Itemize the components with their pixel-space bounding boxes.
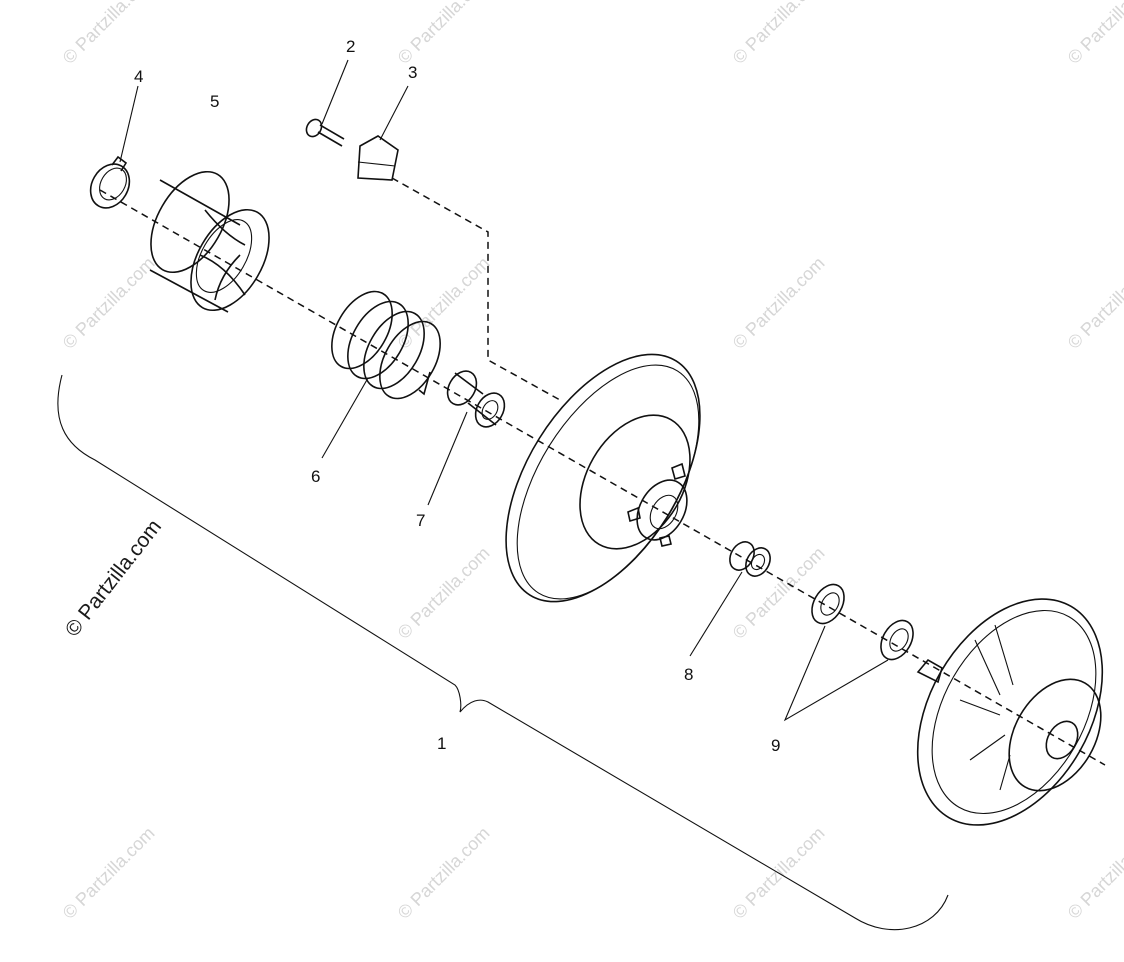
callout-7: 7 bbox=[416, 511, 426, 530]
watermark: © Partzilla.com bbox=[394, 543, 494, 643]
callout-8: 8 bbox=[684, 665, 694, 684]
movable-sheave-part bbox=[505, 353, 701, 603]
bushing-part bbox=[446, 370, 506, 428]
watermark: © Partzilla.com bbox=[59, 0, 159, 68]
spring-part bbox=[331, 290, 441, 400]
watermark: © Partzilla.com bbox=[394, 253, 494, 353]
callout-9: 9 bbox=[771, 736, 781, 755]
shoe-part bbox=[357, 135, 399, 181]
fixed-sheave-part bbox=[916, 598, 1104, 826]
watermark: © Partzilla.com bbox=[59, 823, 159, 923]
small-bushing-part bbox=[729, 541, 771, 577]
watermark: © Partzilla.com bbox=[729, 543, 829, 643]
watermark: © Partzilla.com bbox=[729, 253, 829, 353]
callout-5: 5 bbox=[210, 92, 220, 111]
watermark: © Partzilla.com bbox=[394, 823, 494, 923]
callout-1: 1 bbox=[437, 734, 447, 753]
washer-part bbox=[811, 583, 914, 661]
callout-2: 2 bbox=[346, 37, 356, 56]
callout-3: 3 bbox=[408, 63, 418, 82]
watermark: © Partzilla.com bbox=[1064, 0, 1124, 68]
watermark: © Partzilla.com bbox=[1064, 823, 1124, 923]
callout-6: 6 bbox=[311, 467, 321, 486]
watermark: © Partzilla.com bbox=[394, 0, 494, 68]
helix-cam-part bbox=[149, 170, 270, 313]
copyright-label: © Partzilla.com bbox=[61, 515, 166, 641]
callout-4: 4 bbox=[134, 67, 144, 86]
watermark: © Partzilla.com bbox=[1064, 253, 1124, 353]
alignment-line bbox=[391, 177, 561, 401]
assembly-axis bbox=[99, 189, 1106, 766]
screw-part bbox=[305, 118, 345, 147]
watermark: © Partzilla.com bbox=[59, 253, 159, 353]
watermark: © Partzilla.com bbox=[729, 0, 829, 68]
leader-lines bbox=[119, 59, 889, 722]
assembly-bracket bbox=[57, 374, 949, 931]
snap-ring-part bbox=[89, 155, 131, 209]
